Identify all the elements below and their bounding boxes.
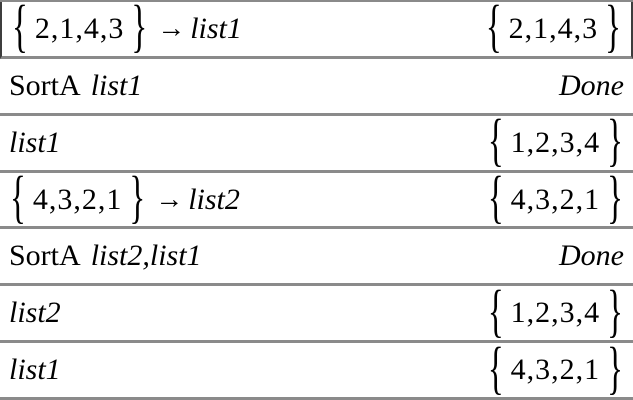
list-values: 4,3,2,1 [32, 182, 123, 216]
list-values: 1,2,3,4 [510, 125, 601, 159]
close-brace: } [131, 0, 148, 60]
close-brace: } [607, 167, 623, 231]
open-brace: { [487, 167, 504, 231]
close-brace: } [607, 280, 623, 344]
list-values: 2,1,4,3 [508, 11, 599, 45]
list-values: 2,1,4,3 [34, 11, 125, 45]
close-brace: } [605, 0, 621, 60]
store-arrow-icon: → [157, 12, 186, 44]
open-brace: { [487, 280, 504, 344]
store-arrow-icon: → [155, 183, 184, 215]
variable-name: list1 [190, 11, 242, 45]
expression: list2 [9, 298, 61, 328]
variable-name: list2 [188, 182, 240, 216]
command-args: list1 [90, 68, 143, 102]
result-text: Done [559, 68, 624, 102]
result: { 4,3,2,1 } [487, 170, 624, 228]
result: Done [559, 241, 624, 271]
expression: SortA list2,list1 [9, 241, 202, 271]
result: Done [559, 68, 624, 102]
history-row: list1 { 1,2,3,4 } [0, 113, 633, 173]
expression: { 4,3,2,1 } → list2 [9, 170, 240, 228]
list-values: 1,2,3,4 [510, 296, 601, 330]
list-values: 4,3,2,1 [510, 353, 601, 387]
open-brace: { [487, 110, 504, 174]
result: { 4,3,2,1 } [487, 340, 624, 398]
expression: SortA list1 [9, 68, 143, 102]
variable-name: list2 [9, 296, 61, 330]
history-row: { 4,3,2,1 } → list2 { 4,3,2,1 } [0, 170, 633, 230]
open-brace: { [485, 0, 502, 60]
open-brace: { [10, 167, 26, 231]
result: { 1,2,3,4 } [487, 283, 624, 341]
history-row: list1 { 4,3,2,1 } [0, 340, 633, 400]
result-text: Done [559, 239, 624, 273]
history-row: list2 { 1,2,3,4 } [0, 283, 633, 344]
result: { 1,2,3,4 } [487, 113, 624, 171]
history-row: { 2,1,4,3 } → list1 { 2,1,4,3 } [0, 2, 633, 59]
command-args: list2,list1 [90, 239, 202, 273]
expression: list1 [9, 355, 61, 385]
variable-name: list1 [9, 353, 61, 387]
command-name: SortA [9, 239, 81, 273]
command-name: SortA [9, 68, 81, 102]
list-values: 4,3,2,1 [510, 182, 601, 216]
expression: { 2,1,4,3 } → list1 [11, 2, 242, 57]
result: { 2,1,4,3 } [485, 2, 622, 57]
expression: list1 [9, 125, 61, 159]
close-brace: } [607, 337, 623, 400]
open-brace: { [12, 0, 28, 60]
variable-name: list1 [9, 125, 61, 159]
history-row: SortA list2,list1 Done [0, 229, 633, 287]
open-brace: { [487, 337, 504, 400]
close-brace: } [607, 110, 623, 174]
history-row: SortA list1 Done [0, 59, 633, 116]
close-brace: } [129, 167, 146, 231]
